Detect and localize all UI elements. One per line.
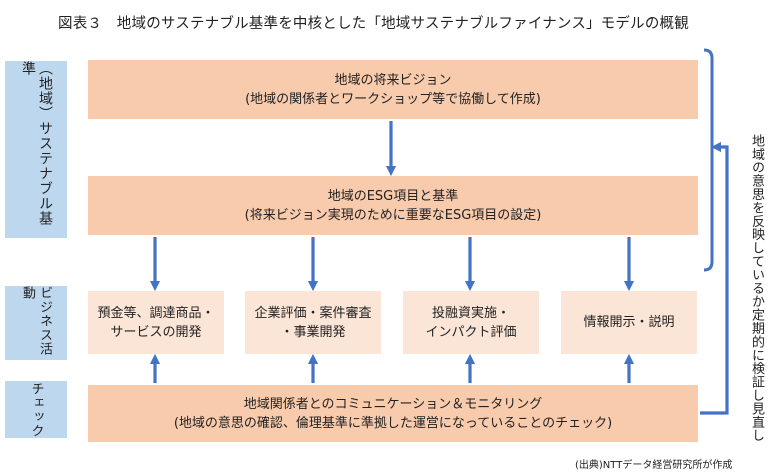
feedback-label: 地域の意思を反映しているか定期的に検証し見直し bbox=[749, 134, 764, 443]
label-sustainable-standards: （地域）サステナブル基準 bbox=[5, 61, 67, 238]
activity-box-investment: 投融資実施・ インパクト評価 bbox=[403, 291, 539, 354]
label-standards-line2: サステナブル基準 bbox=[20, 61, 53, 226]
monitoring-box: 地域関係者とのコミュニケーション＆モニタリング (地域の意思の確認、倫理基準に準… bbox=[88, 385, 698, 442]
figure-title: 図表３ 地域のサステナブル基準を中核とした「地域サステナブルファイナンス」モデル… bbox=[58, 16, 689, 32]
label-check: チェック bbox=[5, 381, 67, 438]
label-check-text: チェック bbox=[28, 381, 44, 438]
vision-title: 地域の将来ビジョン bbox=[334, 72, 452, 88]
activity-evaluation-line2: ・事業開発 bbox=[280, 324, 346, 340]
monitoring-subtitle: (地域の意思の確認、倫理基準に準拠した運営になっていることのチェック) bbox=[173, 415, 613, 431]
vision-subtitle: (地域の関係者とワークショップ等で協働して作成) bbox=[245, 91, 541, 107]
source-note: (出典)NTTデータ経営研究所が作成 bbox=[575, 460, 733, 471]
activity-products-line1: 預金等、調達商品・ bbox=[97, 305, 215, 321]
activity-box-disclosure: 情報開示・説明 bbox=[561, 291, 697, 354]
esg-title: 地域のESG項目と基準 bbox=[327, 188, 459, 204]
label-business-line1: ビジネス bbox=[37, 286, 52, 342]
label-business-line2: 活動 bbox=[20, 286, 52, 356]
vision-box: 地域の将来ビジョン (地域の関係者とワークショップ等で協働して作成) bbox=[88, 60, 698, 119]
bracket-standards bbox=[703, 48, 714, 272]
activity-products-line2: サービスの開発 bbox=[110, 324, 202, 340]
monitoring-title: 地域関係者とのコミュニケーション＆モニタリング bbox=[243, 396, 543, 412]
esg-box: 地域のESG項目と基準 (将来ビジョン実現のために重要なESG項目の設定) bbox=[88, 176, 698, 235]
feedback-loop-arrow bbox=[700, 141, 729, 415]
label-standards-line1: （地域） bbox=[37, 61, 53, 121]
activity-box-products: 預金等、調達商品・ サービスの開発 bbox=[88, 291, 224, 354]
activity-investment-line1: 投融資実施・ bbox=[431, 305, 510, 321]
activity-investment-line2: インパクト評価 bbox=[425, 324, 517, 340]
activity-box-evaluation: 企業評価・案件審査 ・事業開発 bbox=[245, 291, 381, 354]
esg-subtitle: (将来ビジョン実現のために重要なESG項目の設定) bbox=[244, 207, 542, 223]
activity-evaluation-line1: 企業評価・案件審査 bbox=[254, 305, 372, 321]
label-business-activities: ビジネス活動 bbox=[5, 286, 67, 360]
activity-disclosure-line1: 情報開示・説明 bbox=[583, 315, 675, 330]
